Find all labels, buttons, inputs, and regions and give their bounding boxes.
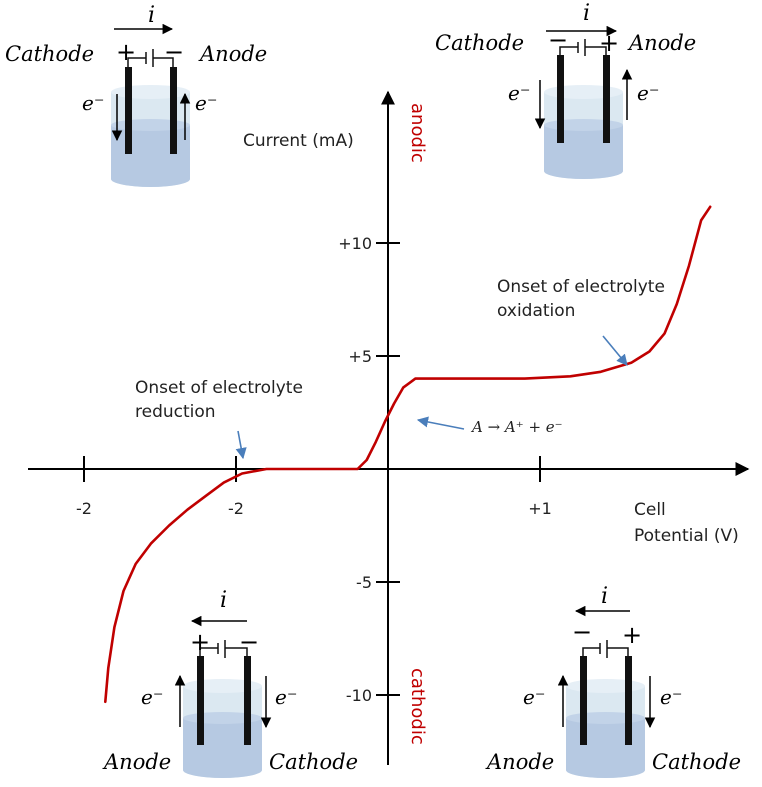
cell-br-right-sign: + bbox=[622, 621, 642, 649]
cell-tr-left-electron: e⁻ bbox=[508, 81, 530, 105]
cell-br-left-sign: − bbox=[572, 618, 592, 646]
cell-bottom-left: i + − Anode Cathode e⁻ e⁻ bbox=[102, 588, 358, 778]
cell-br-left-label: Anode bbox=[485, 750, 554, 774]
x-tick-label: -2 bbox=[228, 499, 244, 518]
cell-br-right-electron: e⁻ bbox=[660, 685, 682, 709]
reduction-annotation-line1: Onset of electrolyte bbox=[135, 378, 303, 398]
cell-tl-right-sign: − bbox=[164, 38, 184, 66]
oxidation-annotation-line1: Onset of electrolyte bbox=[497, 277, 665, 297]
cell-tl-left-sign: + bbox=[116, 38, 136, 66]
y-axis-label: Current (mA) bbox=[243, 131, 354, 151]
cell-tr-left-label: Cathode bbox=[435, 31, 524, 55]
x-tick-group: -2 -2 +1 bbox=[76, 456, 552, 518]
cell-br-left-electron: e⁻ bbox=[523, 685, 545, 709]
reduction-annotation-line2: reduction bbox=[135, 402, 216, 422]
oxidation-pointer-arrow bbox=[602, 335, 628, 366]
cell-tr-right-electron: e⁻ bbox=[637, 81, 659, 105]
cell-top-left: i + − Cathode Anode e⁻ e⁻ bbox=[5, 3, 267, 187]
cell-tr-left-sign: − bbox=[548, 26, 568, 54]
x-axis-label-line2: Potential (V) bbox=[634, 526, 739, 546]
anodic-label: anodic bbox=[407, 103, 428, 163]
cell-bl-right-label: Cathode bbox=[269, 750, 358, 774]
cathodic-label: cathodic bbox=[407, 668, 428, 745]
cell-bl-right-sign: − bbox=[239, 628, 259, 656]
cell-bl-current: i bbox=[220, 588, 227, 613]
y-tick-label: -10 bbox=[346, 686, 372, 705]
y-tick-label: +10 bbox=[338, 234, 372, 253]
y-tick-group: +10 +5 -5 -10 bbox=[338, 234, 400, 705]
y-tick-label: -5 bbox=[356, 573, 372, 592]
reduction-pointer-arrow bbox=[235, 430, 247, 460]
oxidation-annotation-line2: oxidation bbox=[497, 301, 575, 321]
cell-top-right: i − + Cathode Anode e⁻ e⁻ bbox=[435, 1, 696, 179]
cell-tl-left-electron: e⁻ bbox=[82, 91, 104, 115]
cell-tr-right-sign: + bbox=[599, 29, 619, 57]
x-axis-label-line1: Cell bbox=[634, 500, 666, 520]
cell-br-right-label: Cathode bbox=[652, 750, 741, 774]
cell-bl-left-label: Anode bbox=[102, 750, 171, 774]
cell-tl-left-label: Cathode bbox=[5, 42, 94, 66]
cell-tl-right-label: Anode bbox=[198, 42, 267, 66]
y-tick-label: +5 bbox=[348, 347, 372, 366]
cell-bl-left-electron: e⁻ bbox=[141, 685, 163, 709]
cell-tl-current: i bbox=[148, 3, 155, 28]
current-potential-curve bbox=[104, 205, 712, 704]
cell-bl-right-electron: e⁻ bbox=[275, 685, 297, 709]
x-tick-label: -2 bbox=[76, 499, 92, 518]
cell-bl-left-sign: + bbox=[190, 628, 210, 656]
x-tick-label: +1 bbox=[528, 499, 552, 518]
cell-tl-right-electron: e⁻ bbox=[195, 91, 217, 115]
cell-br-current: i bbox=[601, 584, 608, 609]
reaction-pointer-arrow bbox=[416, 416, 465, 430]
cell-bottom-right: i − + Anode Cathode e⁻ e⁻ bbox=[485, 584, 741, 778]
cell-tr-current: i bbox=[583, 1, 590, 26]
reaction-equation: A → A⁺ + e⁻ bbox=[470, 418, 563, 436]
cell-tr-right-label: Anode bbox=[627, 31, 696, 55]
